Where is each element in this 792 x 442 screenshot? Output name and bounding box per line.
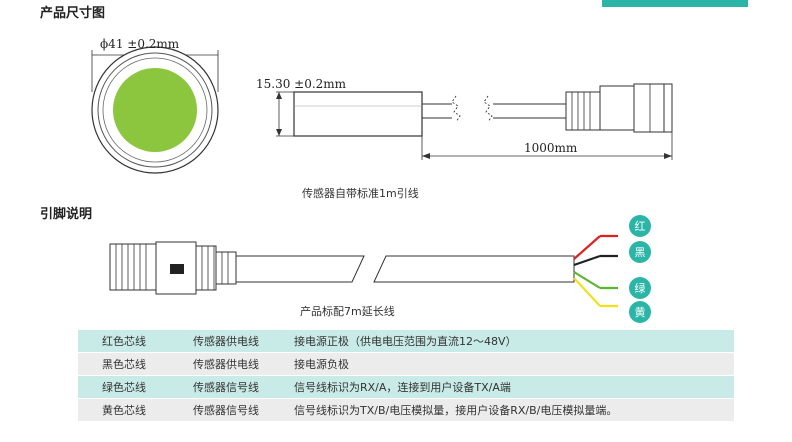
table-row: 黑色芯线 传感器供电线 接电源负极	[78, 352, 734, 376]
description-cell: 接电源正极（供电电压范围为直流12～48V）	[282, 330, 734, 353]
wire-label-green: 绿	[635, 281, 646, 295]
dimensions-section-title: 产品尺寸图	[40, 6, 106, 21]
length-label: 1000mm	[524, 141, 578, 155]
table-row: 绿色芯线 传感器信号线 信号线标识为RX/A，连接到用户设备TX/A端	[78, 375, 734, 399]
sensor-top-view	[91, 46, 219, 174]
wire-badge-yellow	[629, 301, 651, 323]
pin-description-table: 红色芯线 传感器供电线 接电源正极（供电电压范围为直流12～48V） 黑色芯线 …	[78, 330, 734, 422]
wire-label-red: 红	[635, 220, 646, 233]
extension-cable-caption: 产品标配7m延长线	[300, 305, 395, 318]
wire-label-yellow: 黄	[635, 305, 646, 319]
sensor-side-view	[276, 83, 673, 160]
sensor-cable-caption: 传感器自带标准1m引线	[302, 187, 419, 200]
header-accent-bar	[602, 0, 748, 7]
pins-section-title: 引脚说明	[40, 207, 93, 222]
wire-type-cell: 传感器供电线	[170, 330, 282, 353]
wire-badge-black	[629, 241, 651, 263]
wire-badge-green	[629, 277, 651, 299]
wire-type-cell: 传感器供电线	[170, 352, 282, 376]
core-color-cell: 黄色芯线	[78, 398, 170, 422]
core-color-cell: 红色芯线	[78, 330, 170, 353]
wire-badge-red	[629, 215, 651, 237]
wire-type-cell: 传感器信号线	[170, 375, 282, 399]
table-row: 黄色芯线 传感器信号线 信号线标识为TX/B/电压模拟量，接用户设备RX/B/电…	[78, 398, 734, 422]
core-color-cell: 黑色芯线	[78, 352, 170, 376]
wire-label-black: 黑	[635, 246, 646, 259]
core-color-cell: 绿色芯线	[78, 375, 170, 399]
description-cell: 信号线标识为TX/B/电压模拟量，接用户设备RX/B/电压模拟量端。	[282, 398, 734, 422]
sensor-green-face	[113, 68, 197, 152]
height-label: 15.30 ±0.2mm	[256, 77, 347, 91]
wire-type-cell: 传感器信号线	[170, 398, 282, 422]
description-cell: 接电源负极	[282, 352, 734, 376]
description-cell: 信号线标识为RX/A，连接到用户设备TX/A端	[282, 375, 734, 399]
extension-cable-drawing	[109, 234, 618, 308]
table-row: 红色芯线 传感器供电线 接电源正极（供电电压范围为直流12～48V）	[78, 330, 734, 353]
diameter-label: ϕ41 ±0.2mm	[100, 37, 180, 51]
